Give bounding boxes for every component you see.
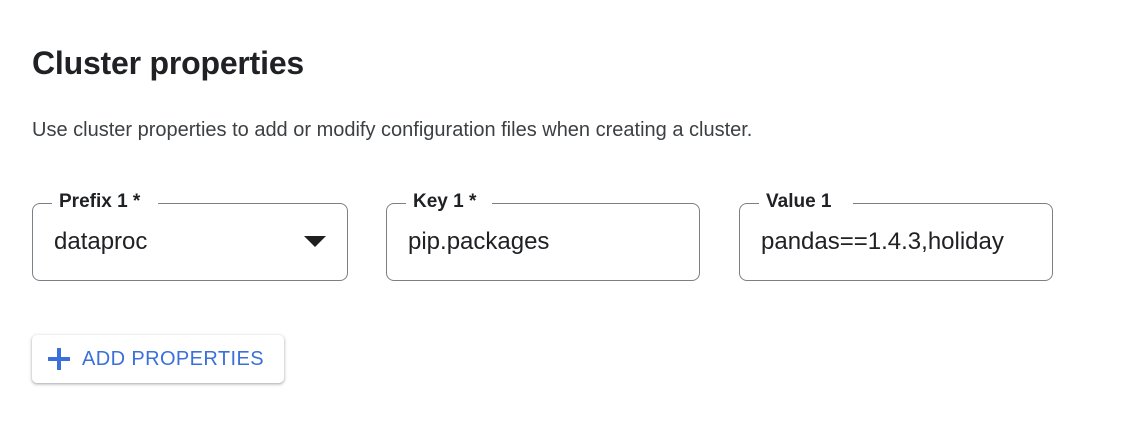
chevron-down-icon[interactable]	[304, 236, 326, 247]
field-outline-notch	[52, 201, 158, 206]
value-1-input[interactable]: pandas==1.4.3,holiday	[761, 228, 1004, 255]
plus-icon	[48, 348, 70, 370]
add-properties-button[interactable]: ADD PROPERTIES	[32, 335, 284, 383]
key-1-label: Key 1 *	[413, 191, 477, 212]
prefix-1-label: Prefix 1 *	[59, 191, 141, 212]
add-properties-label: ADD PROPERTIES	[82, 348, 264, 370]
field-outline-notch	[759, 201, 853, 206]
page-title: Cluster properties	[32, 45, 305, 82]
key-1-field[interactable]: Key 1 * pip.packages	[386, 191, 700, 281]
value-1-field[interactable]: Value 1 pandas==1.4.3,holiday	[739, 191, 1053, 281]
value-1-label: Value 1	[766, 191, 832, 212]
prefix-1-value[interactable]: dataproc	[54, 228, 148, 255]
field-outline-notch	[406, 201, 492, 206]
prefix-1-field[interactable]: Prefix 1 * dataproc	[32, 191, 348, 281]
key-1-input[interactable]: pip.packages	[408, 228, 550, 255]
page-description: Use cluster properties to add or modify …	[32, 119, 753, 141]
